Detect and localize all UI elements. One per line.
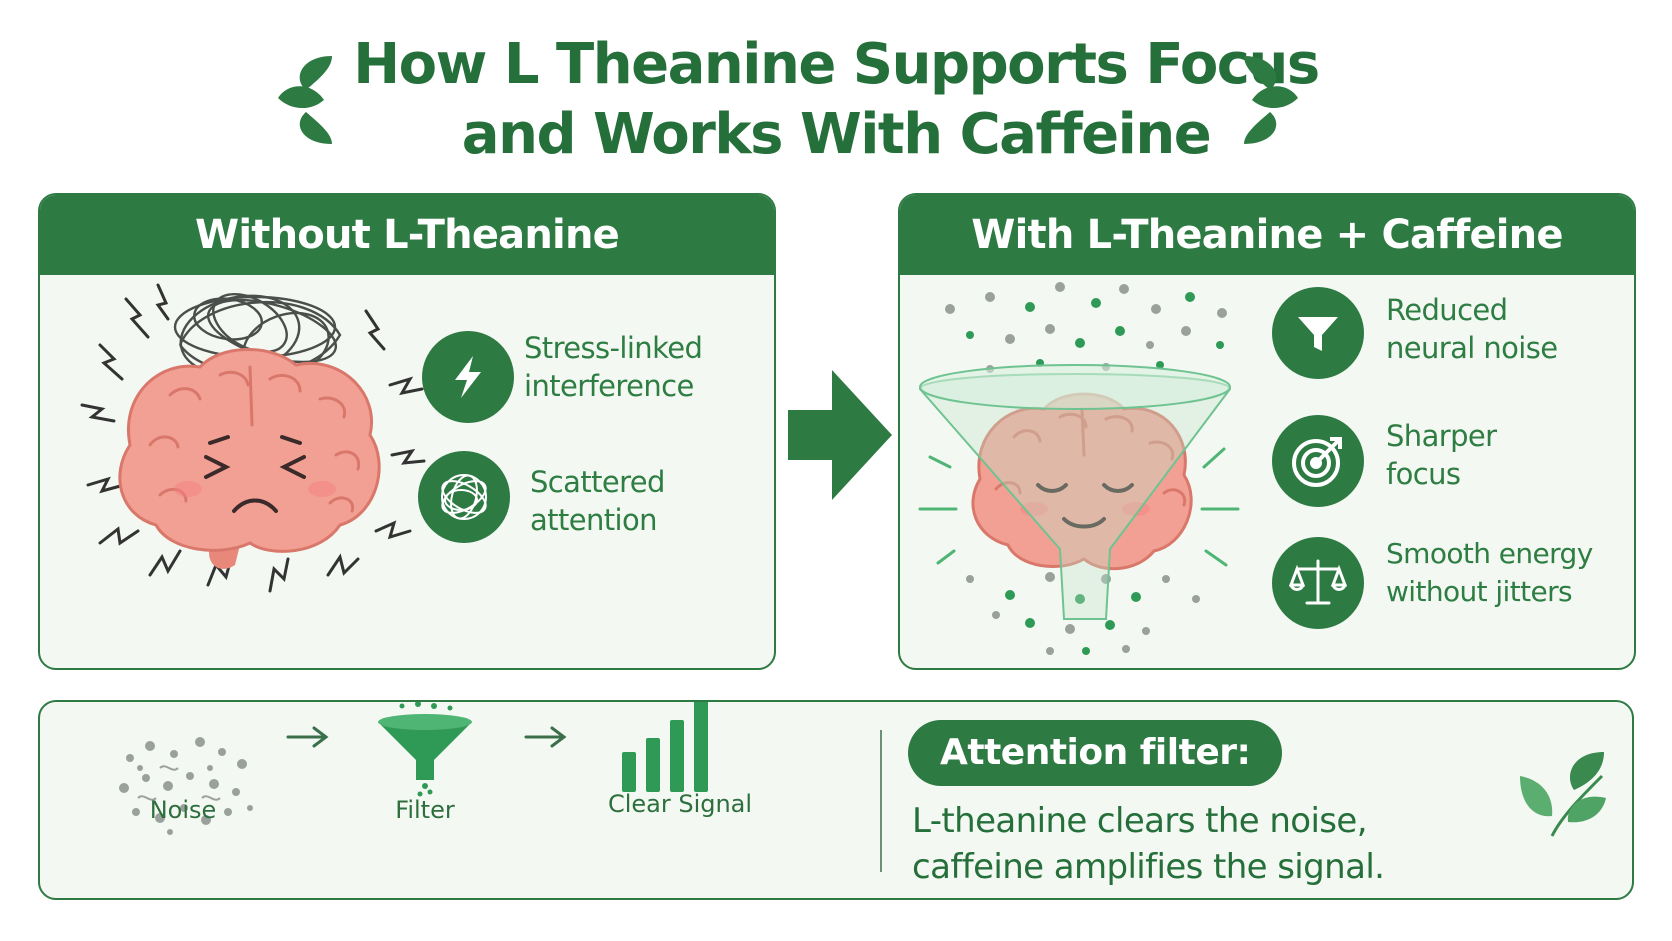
feature-smooth-energy: Smooth energy without jitters — [1386, 535, 1593, 611]
feature-scattered-attention: Scattered attention — [530, 463, 665, 539]
feature-line: focus — [1386, 457, 1461, 491]
filter-funnel-overlay — [918, 364, 1232, 620]
feature-line: neural noise — [1386, 331, 1558, 365]
stress-zigzags — [80, 283, 426, 593]
feature-line: Scattered — [530, 465, 665, 499]
leaf-cluster-left-icon — [278, 56, 332, 144]
flow-arrow-icon — [524, 726, 567, 748]
feature-stress-interference: Stress-linked interference — [524, 329, 703, 405]
leaf-sprig-icon — [1520, 752, 1606, 837]
balance-scale-icon — [1272, 537, 1364, 629]
feature-line: attention — [530, 503, 657, 537]
feature-sharper-focus: Sharper focus — [1386, 417, 1497, 493]
flow-step-clear-signal: Clear Signal — [607, 790, 753, 818]
attention-filter-panel: Noise Filter Clear Signal Attention filt… — [38, 700, 1634, 900]
with-theanine-heading: With L-Theanine + Caffeine — [900, 195, 1634, 275]
funnel-icon — [1272, 287, 1364, 379]
bottom-divider — [880, 730, 882, 872]
target-icon — [1272, 415, 1364, 507]
feature-line: interference — [524, 369, 694, 403]
title-line-2: and Works With Caffeine — [461, 102, 1212, 167]
brain-stressed-face — [118, 348, 381, 569]
feature-line: Sharper — [1386, 419, 1497, 453]
filter-funnel-icon — [378, 702, 472, 797]
arrow-right-icon — [788, 370, 892, 500]
calm-brain-funnel-illustration — [918, 282, 1240, 655]
flow-step-filter: Filter — [395, 796, 455, 824]
without-theanine-panel: Without L-Theanine — [38, 193, 776, 670]
attention-filter-pill: Attention filter: — [908, 720, 1283, 786]
flow-arrow-icon — [286, 726, 329, 748]
summary-text: L-theanine clears the noise, caffeine am… — [912, 798, 1385, 890]
leaf-cluster-right-icon — [1244, 56, 1298, 144]
stressed-brain-illustration — [80, 283, 426, 593]
feature-line: Smooth energy — [1386, 537, 1593, 570]
summary-line-2: caffeine amplifies the signal. — [912, 847, 1385, 887]
noise-dots-icon — [119, 737, 253, 835]
feature-reduced-noise: Reduced neural noise — [1386, 291, 1558, 367]
feature-line: Stress-linked — [524, 331, 703, 365]
particle-dots — [945, 282, 1227, 655]
page-title: How L Theanine Supports Focus and Works … — [0, 30, 1672, 170]
summary-line-1: L-theanine clears the noise, — [912, 801, 1368, 841]
lightning-icon — [422, 331, 514, 423]
with-theanine-panel: With L-Theanine + Caffeine — [898, 193, 1636, 670]
signal-bars-icon — [622, 702, 708, 792]
flow-step-noise: Noise — [149, 796, 217, 824]
feature-line: Reduced — [1386, 293, 1508, 327]
tangle-icon — [418, 451, 510, 543]
title-line-1: How L Theanine Supports Focus — [353, 32, 1320, 97]
feature-line: without jitters — [1386, 575, 1573, 608]
without-theanine-heading: Without L-Theanine — [40, 195, 774, 275]
